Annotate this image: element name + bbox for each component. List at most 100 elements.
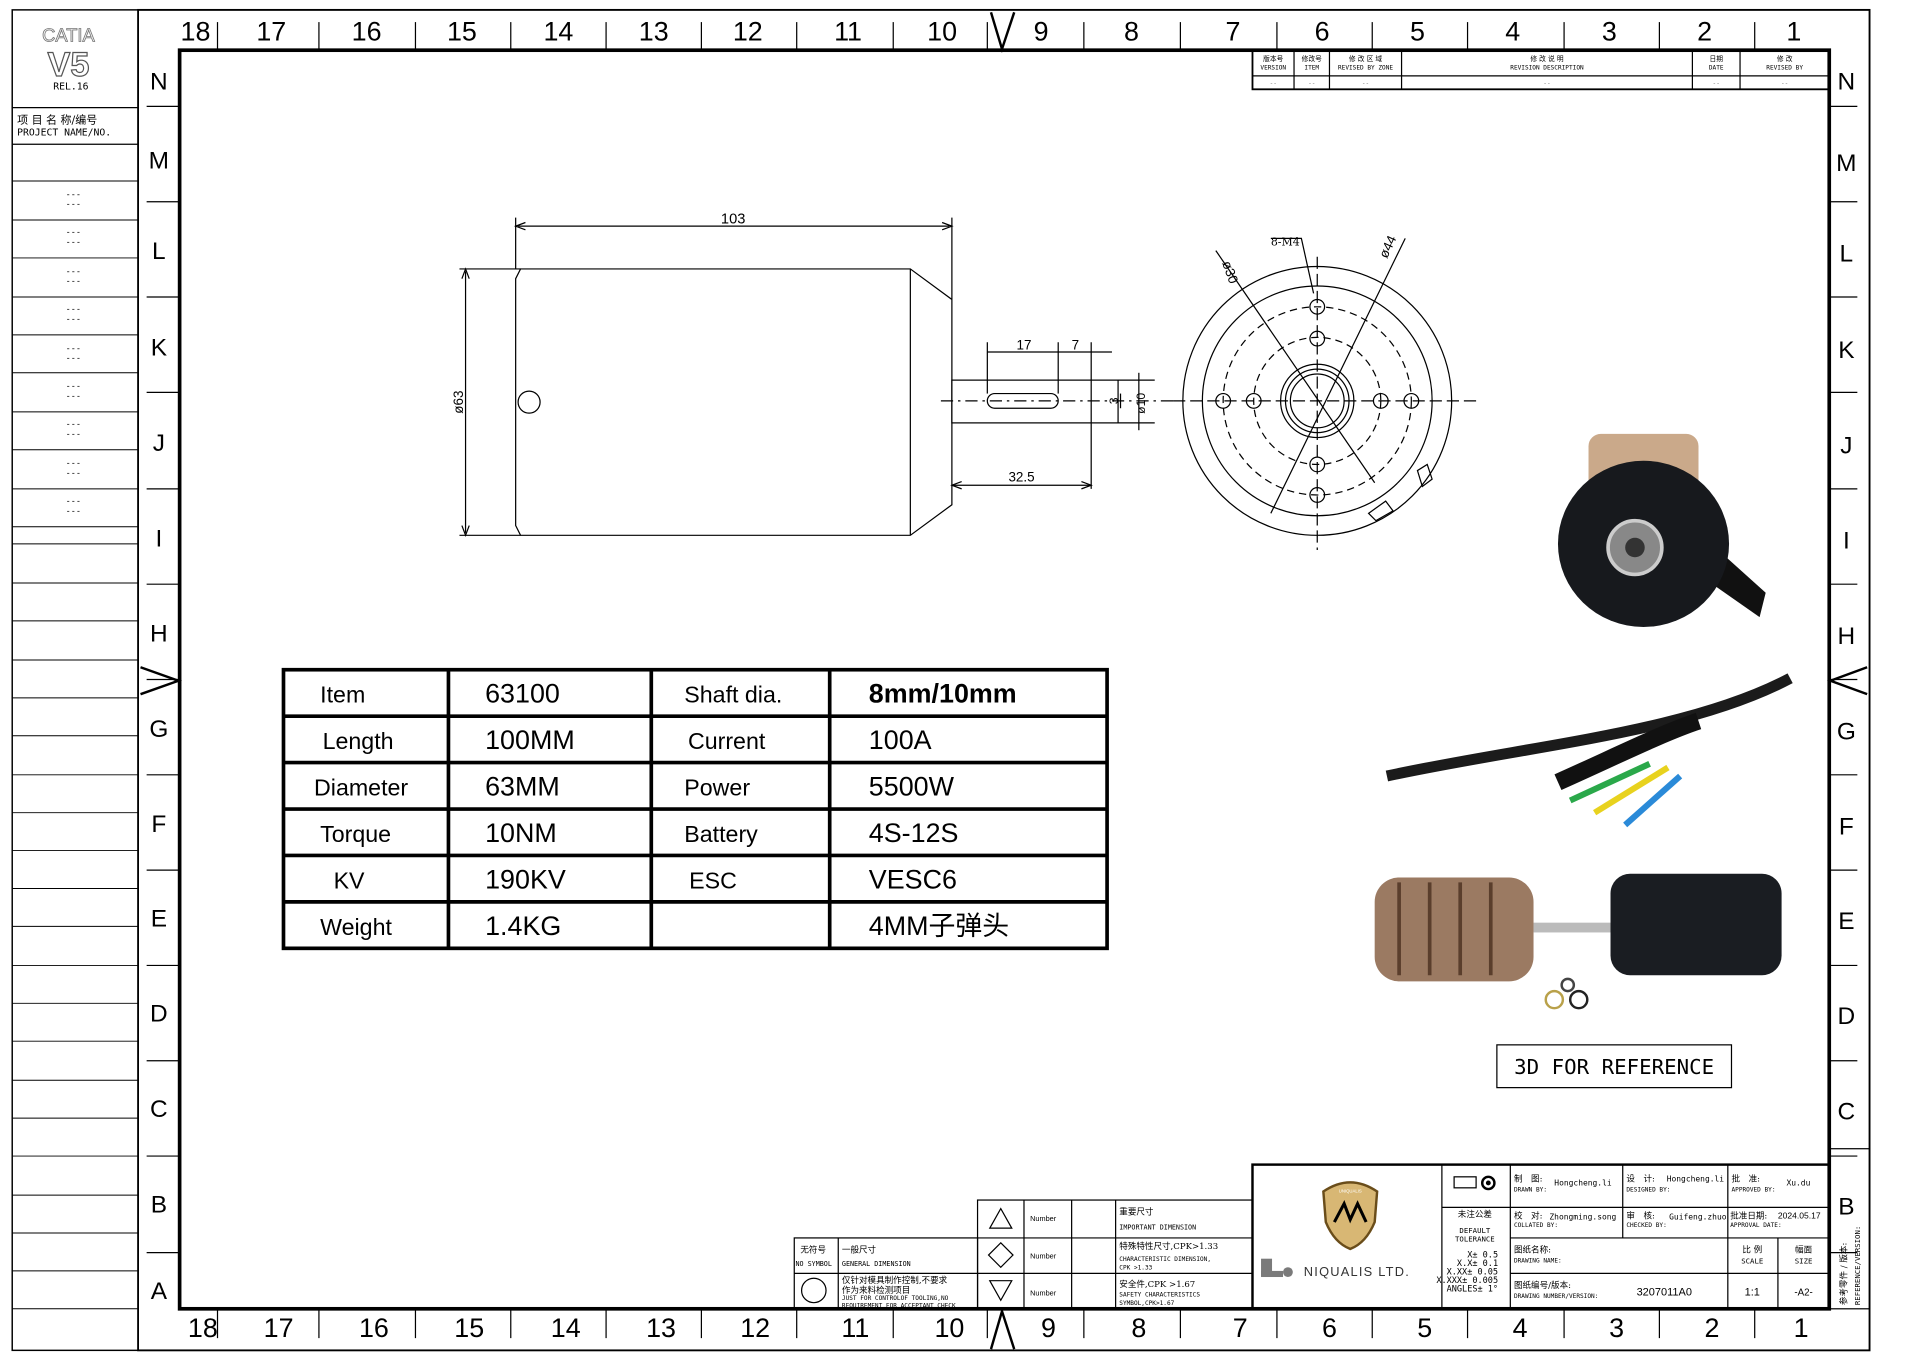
spec-cell: 190KV — [485, 864, 566, 894]
spec-cell: 100A — [869, 725, 932, 755]
svg-text:CPK >1.33: CPK >1.33 — [1119, 1265, 1152, 1272]
svg-text:2024.05.17: 2024.05.17 — [1778, 1210, 1821, 1220]
svg-text:1:1: 1:1 — [1745, 1286, 1760, 1298]
spec-cell: Current — [688, 728, 766, 754]
svg-text:Number: Number — [1030, 1288, 1057, 1297]
zone-row-label: F — [151, 811, 166, 838]
project-entry: --- — [66, 277, 81, 287]
svg-text:REQUIREMENT FOR ACCEPTANT CHEC: REQUIREMENT FOR ACCEPTANT CHECK — [842, 1303, 956, 1310]
mounting-hole — [1403, 392, 1420, 409]
mounting-hole — [1309, 298, 1326, 315]
tolerance-line: X± 0.5 — [1467, 1250, 1498, 1260]
zone-column-label: 3 — [1609, 1313, 1624, 1343]
zone-row-label: L — [1840, 241, 1854, 268]
svg-text:作为来料检测项目: 作为来料检测项目 — [842, 1284, 910, 1296]
revision-header-cn: 修改号 — [1302, 54, 1322, 63]
zone-column-label: 15 — [454, 1313, 484, 1343]
zone-row-label: G — [149, 716, 168, 743]
svg-text:REFERENCE/VERSION:: REFERENCE/VERSION: — [1853, 1226, 1862, 1305]
revision-value: -- — [1713, 81, 1720, 88]
zone-column-label: 18 — [188, 1313, 218, 1343]
zone-row-label: G — [1837, 718, 1856, 745]
svg-text:DRAWING NAME:: DRAWING NAME: — [1514, 1257, 1562, 1264]
spec-cell: Diameter — [314, 775, 408, 801]
zone-column-label: 11 — [841, 1313, 869, 1343]
svg-text:3207011A0: 3207011A0 — [1637, 1286, 1692, 1298]
zone-column-label: 10 — [934, 1313, 964, 1343]
svg-text:-A2-: -A2- — [1794, 1287, 1812, 1298]
motor-side-view — [459, 217, 1174, 538]
svg-text:Guifeng.zhuo: Guifeng.zhuo — [1669, 1213, 1727, 1222]
revision-header-en: REVISED BY — [1766, 65, 1803, 72]
zone-row-label: M — [1836, 150, 1856, 177]
zone-column-label: 1 — [1786, 16, 1801, 46]
spec-cell: Torque — [320, 821, 391, 847]
circle-symbol-icon — [800, 1277, 827, 1304]
mounting-hole — [1309, 487, 1326, 503]
spec-cell: Shaft dia. — [684, 682, 782, 708]
zone-column-label: 16 — [359, 1313, 389, 1343]
svg-text:Hongcheng.li: Hongcheng.li — [1667, 1175, 1725, 1184]
spec-cell: VESC6 — [869, 864, 957, 894]
spec-cell: 100MM — [485, 725, 575, 755]
svg-text:特殊特性尺寸,CPK>1.33: 特殊特性尺寸,CPK>1.33 — [1119, 1240, 1218, 1252]
legend-text: 无符号 NO SYMBOL 一般尺寸 GENERAL DIMENSION 仅针对… — [795, 1206, 1218, 1310]
zone-column-label: 7 — [1233, 1313, 1248, 1343]
svg-text:图纸名称:: 图纸名称: — [1514, 1244, 1551, 1256]
svg-text:CHARACTERISTIC DIMENSION,: CHARACTERISTIC DIMENSION, — [1119, 1256, 1211, 1263]
zone-column-label: 9 — [1034, 16, 1049, 46]
project-entry: --- — [66, 468, 81, 478]
tolerance-line: X.X± 0.1 — [1457, 1259, 1498, 1269]
zone-row-label: D — [150, 1001, 168, 1028]
revision-header-cn: 修 改 — [1777, 54, 1793, 63]
diamond-symbol-icon — [987, 1241, 1014, 1269]
dim-hub-dia: ø30 — [1219, 259, 1241, 286]
svg-text:TOLERANCE: TOLERANCE — [1455, 1235, 1495, 1244]
spec-cell: Weight — [320, 914, 392, 940]
zone-row-label: A — [151, 1278, 168, 1305]
dimension-legend — [793, 1199, 1254, 1310]
project-list: ----------------------------------------… — [12, 180, 139, 1310]
triangle-symbol-icon — [988, 1207, 1013, 1229]
mounting-hole — [1215, 392, 1232, 409]
zone-row-label: M — [149, 148, 169, 175]
revision-header-en: DATE — [1709, 65, 1724, 72]
svg-text:CHECKED BY:: CHECKED BY: — [1626, 1222, 1666, 1229]
svg-text:SYMBOL,CPK>1.67: SYMBOL,CPK>1.67 — [1119, 1300, 1174, 1307]
zone-row-label: N — [150, 68, 168, 95]
zone-column-label: 18 — [181, 16, 211, 46]
svg-text:APPROVED BY:: APPROVED BY: — [1731, 1186, 1775, 1193]
zone-row-label: C — [1838, 1098, 1856, 1125]
mounting-hole — [1309, 456, 1326, 473]
revision-header-en: REVISED BY ZONE — [1338, 65, 1393, 72]
spec-cell: 63MM — [485, 772, 560, 802]
zone-row-label: K — [1838, 337, 1855, 364]
dim-key-pos: 17 — [1017, 338, 1032, 353]
reference-label: 3D FOR REFERENCE — [1514, 1055, 1714, 1079]
zone-column-label: 7 — [1225, 16, 1240, 46]
revision-value: -- — [1781, 81, 1788, 88]
svg-text:校 对:: 校 对: — [1514, 1209, 1543, 1221]
svg-text:SIZE: SIZE — [1795, 1257, 1813, 1266]
revision-header-cn: 版本号 — [1263, 54, 1283, 63]
spec-cell: 4S-12S — [869, 818, 959, 848]
revision-value: -- — [1543, 81, 1550, 88]
dim-key-len: 7 — [1072, 338, 1079, 353]
svg-text:DEFAULT: DEFAULT — [1459, 1226, 1490, 1235]
svg-text:COLLATED BY:: COLLATED BY: — [1514, 1222, 1558, 1229]
zone-row-label: F — [1839, 814, 1854, 841]
title-block — [1251, 1148, 1871, 1311]
bottom-center-mark — [989, 1307, 1016, 1350]
svg-text:制 图:: 制 图: — [1514, 1173, 1543, 1185]
reference-box — [1496, 1044, 1733, 1089]
svg-text:比 例: 比 例 — [1742, 1244, 1762, 1256]
zone-column-label: 13 — [639, 16, 669, 46]
zone-row-label: N — [1838, 68, 1856, 95]
svg-text:REL.16: REL.16 — [53, 81, 88, 92]
project-name-block: 项 目 名 称/编号 PROJECT NAME/NO. — [12, 113, 139, 145]
zone-column-label: 2 — [1697, 16, 1712, 46]
svg-text:项 目 名 称/编号: 项 目 名 称/编号 — [17, 113, 97, 127]
zone-column-label: 8 — [1131, 1313, 1146, 1343]
project-entry: --- — [66, 305, 81, 315]
